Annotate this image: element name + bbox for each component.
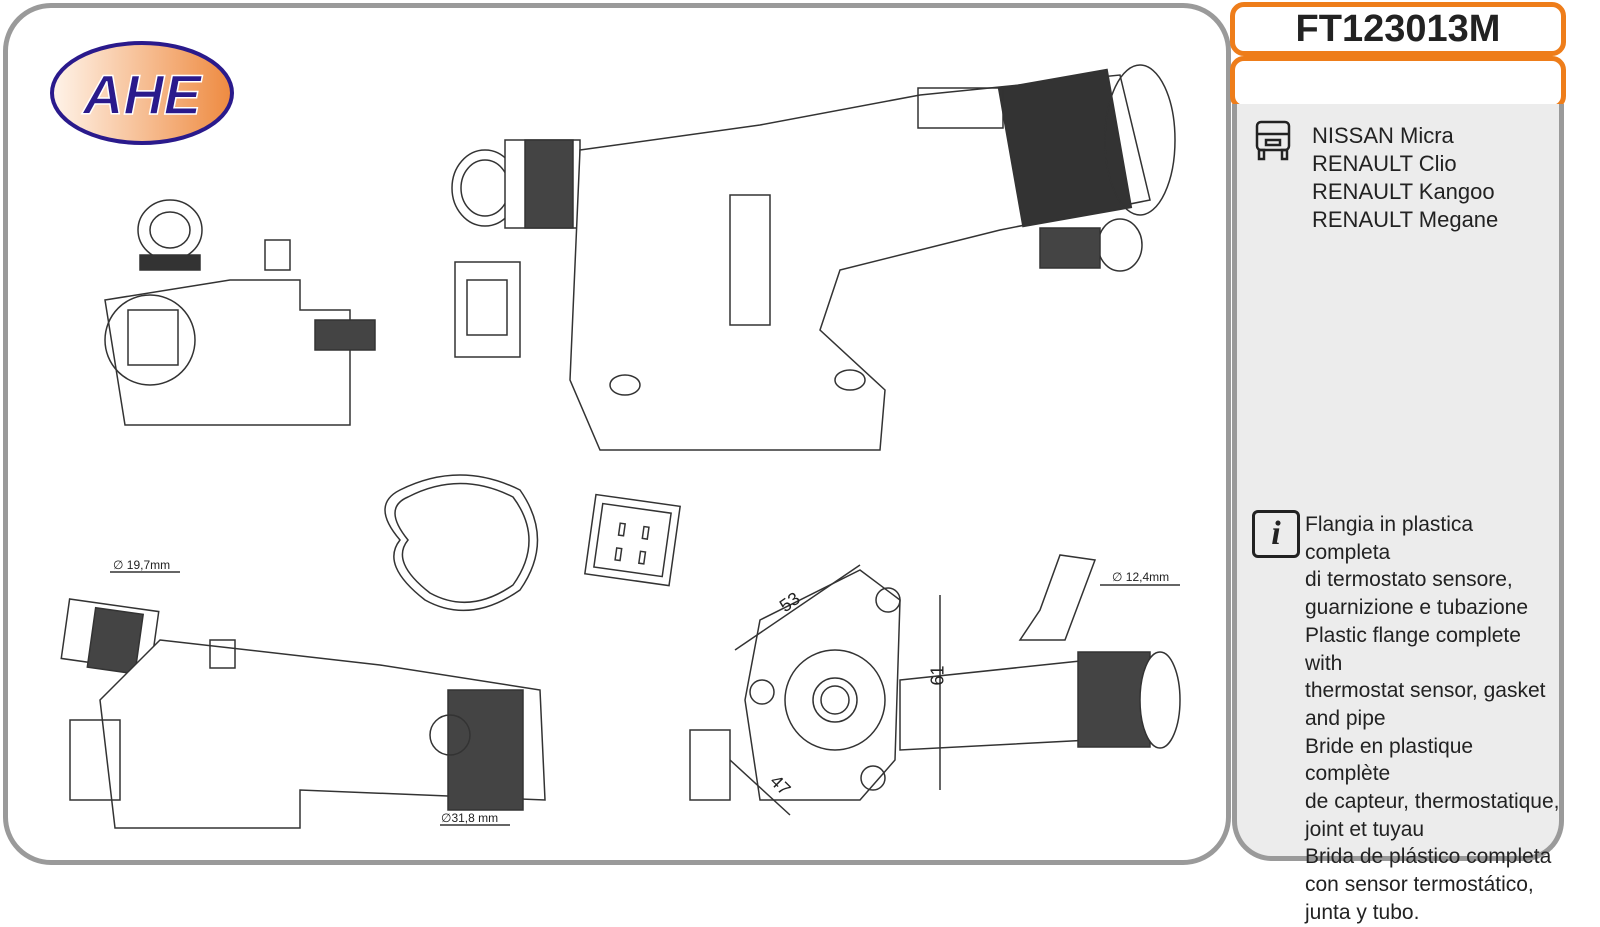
- application-item: NISSAN Micra: [1312, 123, 1454, 148]
- dimension-label: ∅ 19,7mm: [113, 558, 171, 572]
- product-description: Flangia in plastica completa di termosta…: [1305, 511, 1560, 927]
- description-line: Bride en plastique complète: [1305, 734, 1474, 786]
- ahe-logo: AHE: [50, 41, 234, 145]
- description-line: guarnizione e tubazione: [1305, 596, 1529, 620]
- description-line: joint et tuyau: [1305, 817, 1425, 841]
- description-line: Brida de plástico completa: [1305, 845, 1552, 869]
- application-item: RENAULT Kangoo: [1312, 179, 1495, 204]
- sensor-drawing: [583, 493, 681, 587]
- main-housing-drawing: [451, 64, 1176, 451]
- gasket-drawing: [384, 474, 539, 612]
- svg-text:AHE: AHE: [81, 63, 203, 126]
- description-line: di termostato sensore,: [1305, 568, 1513, 592]
- application-item: RENAULT Megane: [1312, 207, 1499, 232]
- vehicle-icon: [1255, 120, 1291, 161]
- description-line: con sensor termostático,: [1305, 873, 1534, 897]
- description-line: thermostat sensor, gasket: [1305, 679, 1546, 703]
- bottom-flange-drawing: [689, 554, 1181, 816]
- description-line: and pipe: [1305, 706, 1386, 730]
- side-view-drawing: [104, 199, 376, 426]
- dimension-label: 61: [927, 665, 948, 686]
- dimension-label: ∅31,8 mm: [441, 811, 499, 825]
- description-line: de capteur, thermostatique,: [1305, 790, 1560, 814]
- info-icon: i: [1252, 510, 1300, 558]
- description-line: junta y tubo.: [1305, 900, 1420, 924]
- application-item: RENAULT Clio: [1312, 151, 1457, 176]
- secondary-code-box: [1230, 56, 1566, 110]
- bottom-side-drawing: [60, 571, 546, 829]
- technical-drawings: AHE: [50, 41, 1181, 829]
- application-list: NISSAN Micra RENAULT Clio RENAULT Kangoo…: [1312, 122, 1498, 234]
- info-panel: [1232, 104, 1564, 861]
- description-line: Flangia in plastica completa: [1305, 513, 1474, 564]
- product-code: FT123013M: [1230, 2, 1566, 56]
- dimension-label: ∅ 12,4mm: [1112, 570, 1170, 584]
- description-line: Plastic flange complete with: [1305, 623, 1521, 675]
